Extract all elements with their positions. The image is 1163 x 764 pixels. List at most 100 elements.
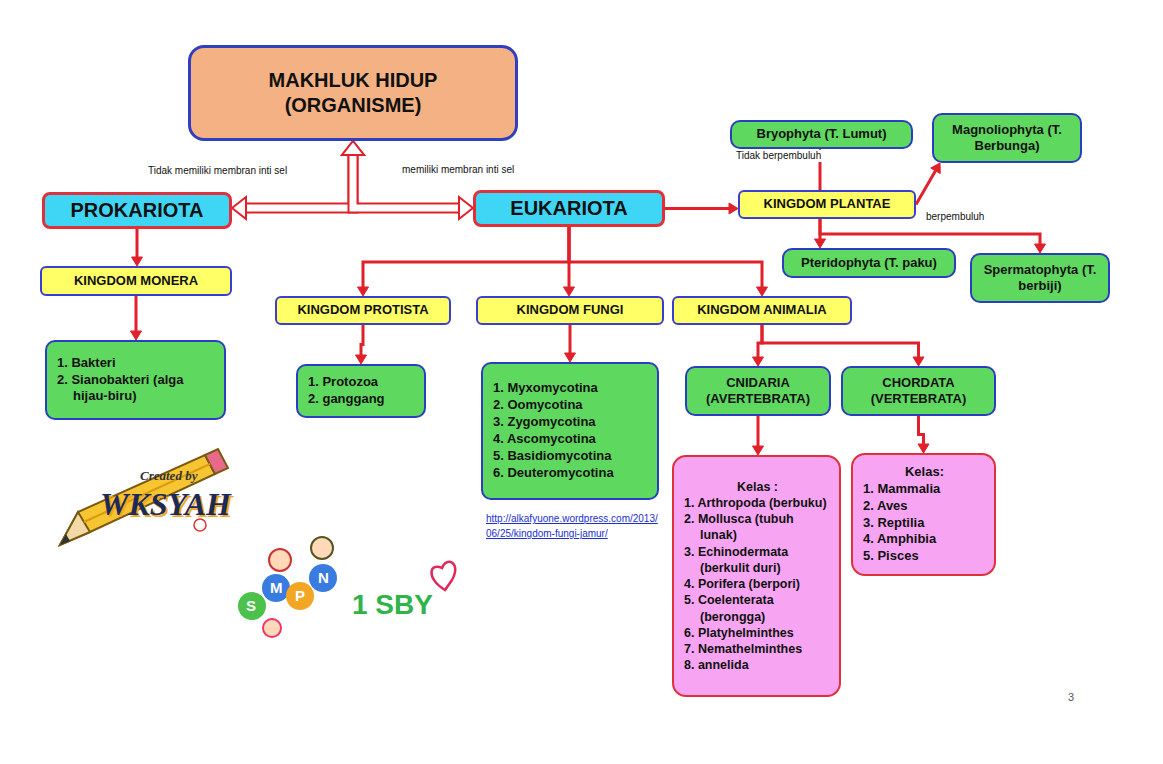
kingdom-box: KINGDOM FUNGI [476, 296, 664, 325]
credit-name: WKSYAH [100, 486, 231, 523]
arrowhead [815, 239, 826, 248]
connector-arrow [565, 325, 576, 362]
node-label: PROKARIOTA [71, 198, 204, 223]
school-name: 1 SBY [352, 589, 433, 621]
list-item: 5. Basidiomycotina [493, 448, 649, 465]
list-item: 2. Aves [863, 498, 986, 515]
connector-arrow [753, 416, 764, 455]
edge-label: Tidak memiliki membran inti sel [148, 165, 287, 176]
node-label: KINGDOM FUNGI [517, 302, 624, 318]
member-list: 1. Protozoa2. ganggang [296, 364, 426, 418]
arrowhead [757, 287, 768, 296]
arrowhead [1035, 244, 1046, 253]
connector-arrow [132, 229, 143, 266]
arrowhead [729, 203, 738, 214]
arrowhead [565, 353, 576, 362]
division-box: Bryophyta (T. Lumut) [730, 120, 913, 149]
class-list: Kelas :1. Arthropoda (berbuku)2. Mollusc… [672, 455, 841, 697]
domain-box: PROKARIOTA [42, 192, 232, 229]
arrowhead [931, 163, 941, 174]
list-item: 2. Oomycotina [493, 397, 649, 414]
list-item: 4. Ascomycotina [493, 431, 649, 448]
list-item: 1. Bakteri [57, 355, 216, 372]
list-item: 3. Echinodermata (berkulit duri) [684, 544, 831, 577]
node-label: Bryophyta (T. Lumut) [757, 126, 887, 142]
logo-letter: P [295, 587, 305, 604]
edge-label: Tidak berpembuluh [736, 150, 826, 162]
node-label: KINGDOM MONERA [74, 273, 198, 289]
arrowhead [131, 331, 142, 340]
list-item: 6. Platyhelminthes [684, 625, 831, 641]
node-label: Magnoliophyta (T. Berbunga) [940, 122, 1074, 155]
phylum-box: CHORDATA (VERTEBRATA) [841, 366, 996, 416]
node-label: CNIDARIA (AVERTEBRATA) [698, 375, 818, 408]
connector-arrow [762, 325, 924, 366]
list-item: 2. Sianobakteri (alga hijau-biru) [57, 372, 216, 406]
list-item: 1. Mammalia [863, 481, 986, 498]
edge-label: berpembuluh [926, 211, 984, 222]
arrowhead [356, 355, 367, 364]
list-item: 1. Myxomycotina [493, 380, 649, 397]
page-number: 3 [1068, 691, 1074, 703]
division-box: Magnoliophyta (T. Berbunga) [932, 113, 1082, 163]
list-item: Kelas: [863, 464, 986, 481]
list-item: 5. Pisces [863, 548, 986, 565]
list-item: 4. Amphibia [863, 531, 986, 548]
member-list: 1. Bakteri2. Sianobakteri (alga hijau-bi… [45, 340, 226, 420]
arrowhead [459, 197, 473, 219]
arrowhead [342, 141, 364, 155]
member-list: 1. Myxomycotina2. Oomycotina3. Zygomycot… [481, 362, 659, 500]
connector-arrow [131, 296, 142, 340]
list-item: Kelas : [684, 479, 831, 495]
node-label: MAKHLUK HIDUP (ORGANISME) [248, 68, 458, 118]
connector-arrow [358, 227, 570, 296]
domain-box: EUKARIOTA [473, 190, 665, 227]
list-item: 2. Mollusca (tubuh lunak) [684, 511, 831, 544]
list-item: 3. Zygomycotina [493, 414, 649, 431]
logo-letter: N [318, 569, 329, 586]
list-item: 4. Porifera (berpori) [684, 576, 831, 592]
list-item: 3. Reptilia [863, 515, 986, 532]
arrowhead [753, 446, 764, 455]
node-label: Pteridophyta (T. paku) [801, 255, 937, 271]
kingdom-box: KINGDOM MONERA [40, 266, 232, 296]
connector-arrow [356, 325, 367, 364]
node-label: EUKARIOTA [510, 196, 627, 221]
kingdom-box: KINGDOM PLANTAE [738, 190, 916, 219]
list-item: 6. Deuteromycotina [493, 465, 649, 482]
arrowhead [913, 357, 924, 366]
school-logo [238, 537, 455, 637]
arrowhead [564, 287, 575, 296]
logo-letter: M [270, 579, 283, 596]
arrowhead [232, 197, 246, 219]
division-box: Spermatophyta (T. berbiji) [970, 253, 1110, 303]
list-item: 1. Protozoa [308, 374, 416, 391]
arrowhead [358, 287, 369, 296]
class-list: Kelas:1. Mammalia2. Aves3. Reptilia4. Am… [851, 453, 996, 576]
node-label: KINGDOM PROTISTA [297, 302, 428, 318]
node-label: Spermatophyta (T. berbiji) [978, 262, 1102, 295]
connector-arrow [569, 227, 768, 296]
logo-letter: S [246, 597, 256, 614]
list-item: 1. Arthropoda (berbuku) [684, 495, 831, 511]
node-label: KINGDOM PLANTAE [764, 196, 891, 212]
node-label: CHORDATA (VERTEBRATA) [854, 375, 984, 408]
connector-arrow [918, 416, 929, 453]
division-box: Pteridophyta (T. paku) [782, 248, 956, 278]
connector-arrow [665, 203, 738, 214]
list-item: 2. ganggang [308, 391, 416, 408]
edge-label: memiliki membran inti sel [402, 164, 514, 175]
node-label: KINGDOM ANIMALIA [697, 302, 827, 318]
root-box: MAKHLUK HIDUP (ORGANISME) [188, 45, 518, 141]
hollow-arrow [232, 141, 364, 219]
kingdom-box: KINGDOM PROTISTA [275, 296, 451, 325]
arrowhead [753, 357, 764, 366]
kingdom-box: KINGDOM ANIMALIA [672, 296, 852, 325]
list-item: 5. Coelenterata (berongga) [684, 592, 831, 625]
list-item: 8. annelida [684, 657, 831, 673]
arrowhead [132, 257, 143, 266]
arrowhead [918, 444, 929, 453]
hollow-arrow [342, 141, 473, 219]
list-item: 7. Nemathelminthes [684, 641, 831, 657]
phylum-box: CNIDARIA (AVERTEBRATA) [685, 366, 831, 416]
